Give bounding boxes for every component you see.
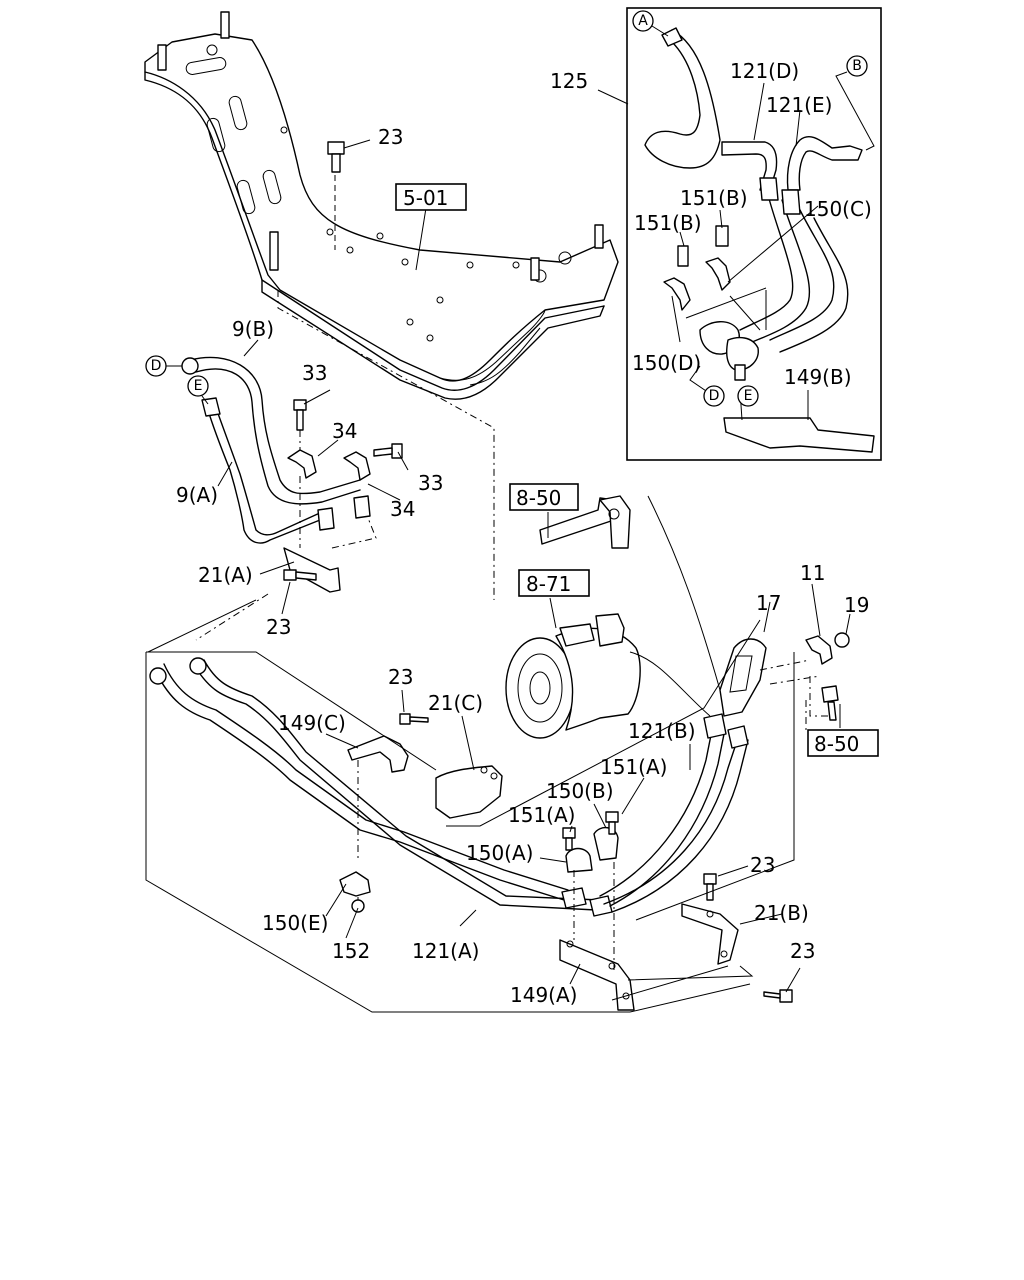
svg-text:E: E bbox=[194, 378, 203, 394]
hose-9-group bbox=[181, 356, 403, 593]
brackets-21c-149c bbox=[347, 713, 503, 819]
marker-d-main: D bbox=[145, 355, 167, 377]
marker-e-main: E bbox=[187, 375, 209, 397]
label-33-b: 33 bbox=[418, 471, 443, 495]
label-150e: 150(E) bbox=[262, 911, 328, 935]
label-150d: 150(D) bbox=[632, 351, 701, 375]
parts-11-19 bbox=[805, 632, 850, 721]
leader-11 bbox=[759, 659, 830, 717]
marker-a: A bbox=[632, 10, 654, 32]
label-121d: 121(D) bbox=[730, 59, 799, 83]
svg-text:D: D bbox=[151, 358, 162, 374]
label-9a: 9(A) bbox=[176, 483, 218, 507]
label-151b-1: 151(B) bbox=[680, 186, 748, 210]
marker-b-leader bbox=[835, 71, 875, 151]
marker-d-inset: D bbox=[703, 385, 725, 407]
compressor-8-71 bbox=[505, 613, 641, 739]
label-149b: 149(B) bbox=[784, 365, 852, 389]
label-151a-1: 151(A) bbox=[600, 755, 667, 779]
label-8-50-b: 8-50 bbox=[814, 732, 859, 756]
label-149c: 149(C) bbox=[278, 711, 346, 735]
label-21a: 21(A) bbox=[198, 563, 253, 587]
label-11: 11 bbox=[800, 561, 825, 585]
clamps-150a-150b bbox=[562, 811, 619, 873]
svg-text:D: D bbox=[709, 388, 720, 404]
svg-text:E: E bbox=[744, 388, 753, 404]
bolt-23-top bbox=[327, 141, 345, 173]
svg-text:A: A bbox=[638, 13, 648, 29]
label-23-c: 23 bbox=[388, 665, 413, 689]
label-17: 17 bbox=[756, 591, 781, 615]
label-34-b: 34 bbox=[390, 497, 415, 521]
label-21b: 21(B) bbox=[754, 901, 809, 925]
label-8-50-a: 8-50 bbox=[516, 486, 561, 510]
label-151b-2: 151(B) bbox=[634, 211, 702, 235]
label-150a: 150(A) bbox=[466, 841, 533, 865]
label-152: 152 bbox=[332, 939, 370, 963]
label-9b: 9(B) bbox=[232, 317, 274, 341]
label-23-e: 23 bbox=[790, 939, 815, 963]
label-5-01: 5-01 bbox=[403, 186, 448, 210]
label-21c: 21(C) bbox=[428, 691, 483, 715]
label-23-b: 23 bbox=[266, 615, 291, 639]
leader-9 bbox=[195, 430, 377, 641]
crossmember bbox=[144, 11, 619, 400]
inset-frame bbox=[626, 7, 882, 461]
inset-hoses bbox=[644, 27, 875, 453]
label-151a-2: 151(A) bbox=[508, 803, 575, 827]
leader-8-71 bbox=[629, 495, 721, 717]
marker-a-leader bbox=[651, 25, 669, 37]
label-149a: 149(A) bbox=[510, 983, 577, 1007]
marker-e-main-leader bbox=[201, 395, 209, 405]
label-8-71: 8-71 bbox=[526, 572, 571, 596]
leader-5-01 bbox=[277, 290, 495, 600]
label-23-d: 23 bbox=[750, 853, 775, 877]
label-121a: 121(A) bbox=[412, 939, 479, 963]
label-34-a: 34 bbox=[332, 419, 357, 443]
label-33-a: 33 bbox=[302, 361, 327, 385]
bracket-8-50 bbox=[539, 495, 631, 549]
inset-leaders bbox=[685, 287, 767, 421]
label-23-a: 23 bbox=[378, 125, 403, 149]
assembly-outline bbox=[145, 599, 795, 1013]
svg-text:B: B bbox=[852, 58, 862, 74]
label-150c: 150(C) bbox=[804, 197, 872, 221]
brackets-149a-21b bbox=[559, 873, 793, 1011]
label-150b: 150(B) bbox=[546, 779, 614, 803]
assembly-leader-2 bbox=[446, 619, 761, 827]
label-121e: 121(E) bbox=[766, 93, 832, 117]
label-125: 125 bbox=[550, 69, 588, 93]
clamp-150e-152 bbox=[339, 871, 371, 913]
label-121b: 121(B) bbox=[628, 719, 696, 743]
hoses-121 bbox=[149, 638, 767, 917]
label-leaders bbox=[217, 82, 851, 993]
label-19: 19 bbox=[844, 593, 869, 617]
marker-e-inset: E bbox=[737, 385, 759, 407]
marker-b: B bbox=[846, 55, 868, 77]
